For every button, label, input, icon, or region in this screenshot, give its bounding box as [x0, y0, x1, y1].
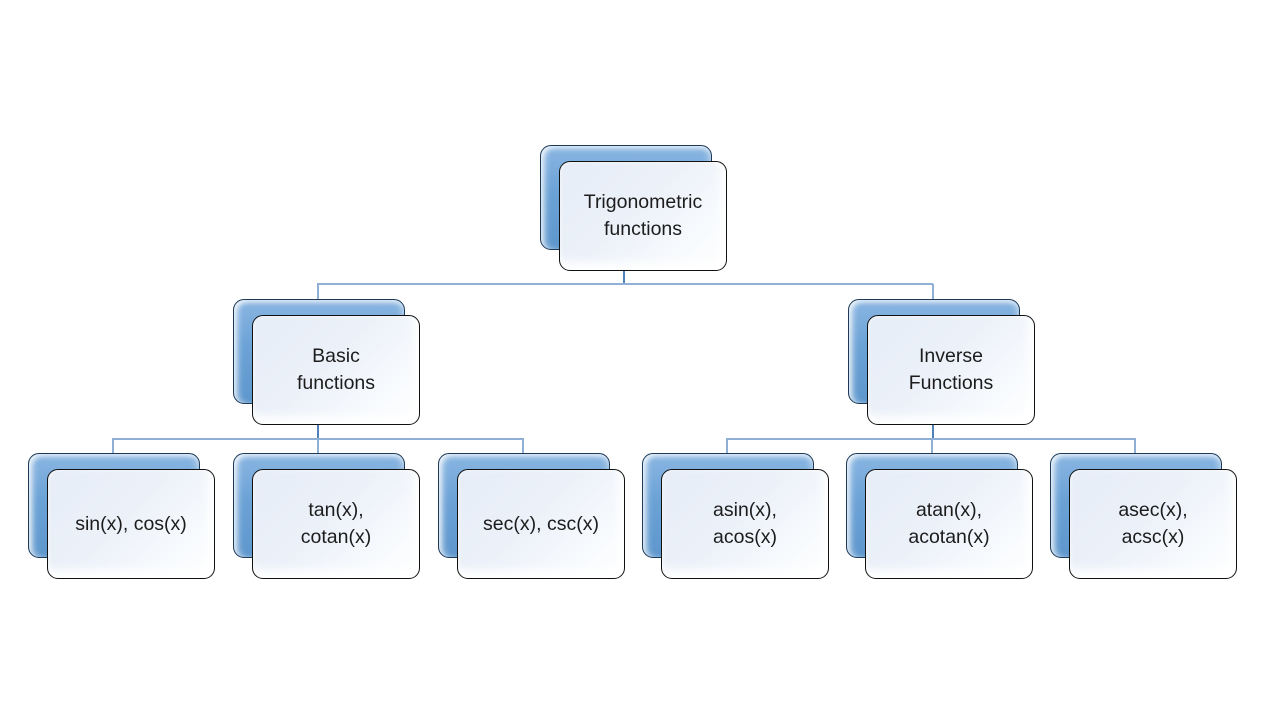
- node-label-box: tan(x), cotan(x): [252, 469, 420, 579]
- connector-inverse-leaves-rail: [726, 438, 1136, 440]
- connector-root-stub: [623, 269, 625, 283]
- connector-leaf-sec-drop: [522, 439, 524, 453]
- node-label-line: atan(x),: [915, 499, 983, 522]
- connector-basic-leaves-rail: [112, 438, 524, 440]
- node-label-line: Basic: [312, 345, 360, 368]
- connector-leaf-tan-drop: [317, 439, 319, 453]
- node-label-line: Trigonometric: [583, 191, 703, 214]
- connector-leaf-sin-drop: [112, 439, 114, 453]
- node-label-box: sec(x), csc(x): [457, 469, 625, 579]
- connector-leaf-asin-drop: [726, 439, 728, 453]
- node-basic-functions[interactable]: Basic functions: [233, 299, 420, 425]
- connector-basic-stub: [317, 423, 319, 438]
- connector-inverse-stub: [932, 423, 934, 438]
- node-tan-cotan[interactable]: tan(x), cotan(x): [233, 453, 420, 579]
- node-inverse-functions[interactable]: Inverse Functions: [848, 299, 1035, 425]
- node-label-line: acotan(x): [908, 526, 990, 548]
- node-label-line: acos(x): [713, 526, 777, 548]
- node-sin-cos[interactable]: sin(x), cos(x): [28, 453, 215, 579]
- node-label-line: tan(x),: [308, 499, 364, 522]
- connector-leaf-asec-drop: [1134, 439, 1136, 453]
- connector-leaf-atan-drop: [931, 439, 933, 453]
- node-label-line: functions: [296, 372, 376, 394]
- node-label-line: asin(x),: [713, 499, 777, 522]
- node-label-line: acsc(x): [1121, 526, 1185, 548]
- node-label-line: Inverse: [919, 345, 983, 368]
- node-label-box: sin(x), cos(x): [47, 469, 215, 579]
- connector-basic-drop: [317, 284, 319, 299]
- node-asec-acsc[interactable]: asec(x), acsc(x): [1050, 453, 1237, 579]
- node-label-box: asin(x), acos(x): [661, 469, 829, 579]
- node-label-box: asec(x), acsc(x): [1069, 469, 1237, 579]
- node-label-box: Trigonometric functions: [559, 161, 727, 271]
- node-label-line: sin(x), cos(x): [75, 512, 187, 535]
- node-sec-csc[interactable]: sec(x), csc(x): [438, 453, 625, 579]
- node-label-line: Functions: [908, 372, 994, 394]
- node-label-box: Inverse Functions: [867, 315, 1035, 425]
- node-label-line: cotan(x): [300, 526, 372, 548]
- node-trigonometric-functions[interactable]: Trigonometric functions: [540, 145, 727, 271]
- node-label-box: atan(x), acotan(x): [865, 469, 1033, 579]
- node-asin-acos[interactable]: asin(x), acos(x): [642, 453, 829, 579]
- node-label-box: Basic functions: [252, 315, 420, 425]
- node-label-line: sec(x), csc(x): [483, 512, 599, 535]
- node-label-line: asec(x),: [1118, 499, 1188, 522]
- node-label-line: functions: [603, 218, 683, 240]
- node-atan-acotan[interactable]: atan(x), acotan(x): [846, 453, 1033, 579]
- connector-inverse-drop: [932, 284, 934, 299]
- connector-level1-rail: [317, 283, 933, 285]
